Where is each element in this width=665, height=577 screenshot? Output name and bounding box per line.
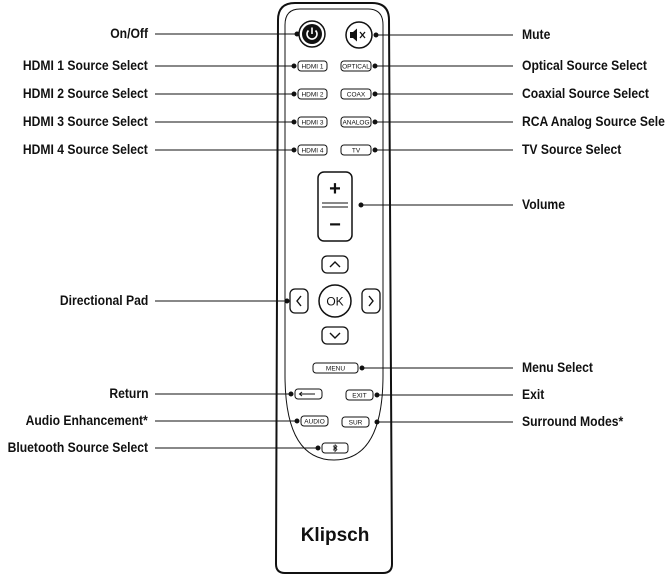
hdmi1-button-label: HDMI 1 bbox=[301, 64, 323, 71]
directional-pad: OK bbox=[289, 255, 381, 345]
dpad-left-button[interactable] bbox=[289, 288, 309, 314]
menu-button[interactable]: MENU bbox=[312, 362, 359, 374]
return-button[interactable] bbox=[294, 388, 323, 400]
power-button[interactable] bbox=[298, 20, 326, 48]
dpad-right-button[interactable] bbox=[361, 288, 381, 314]
surround-button-label: SUR bbox=[349, 420, 363, 427]
dpad-up-button[interactable] bbox=[321, 255, 349, 274]
brand-logo: Klipsch bbox=[301, 525, 370, 546]
ok-button[interactable]: OK bbox=[318, 284, 352, 318]
label-optical: Optical Source Select bbox=[522, 58, 647, 73]
hdmi4-button[interactable]: HDMI 4 bbox=[297, 144, 328, 156]
label-hdmi2: HDMI 2 Source Select bbox=[23, 86, 148, 101]
label-on-off: On/Off bbox=[110, 26, 148, 41]
button-panel-outline bbox=[284, 8, 384, 461]
label-tv: TV Source Select bbox=[522, 142, 622, 157]
surround-button[interactable]: SUR bbox=[341, 416, 370, 428]
hdmi3-button-label: HDMI 3 bbox=[301, 120, 323, 127]
label-hdmi4: HDMI 4 Source Select bbox=[23, 142, 148, 157]
speaker-mute-icon bbox=[350, 28, 366, 42]
audio-button-label: AUDIO bbox=[304, 419, 325, 426]
audio-button[interactable]: AUDIO bbox=[300, 415, 329, 427]
chevron-up-icon bbox=[329, 261, 341, 268]
optical-button-label: OPTICAL bbox=[342, 64, 370, 71]
ok-button-label: OK bbox=[326, 295, 343, 309]
hdmi2-button[interactable]: HDMI 2 bbox=[297, 88, 328, 100]
tv-button-label: TV bbox=[352, 148, 361, 155]
chevron-down-icon bbox=[329, 332, 341, 339]
label-mute: Mute bbox=[522, 27, 551, 42]
label-directional-pad: Directional Pad bbox=[59, 293, 148, 308]
label-coaxial: Coaxial Source Select bbox=[522, 86, 649, 101]
optical-button[interactable]: OPTICAL bbox=[340, 60, 372, 72]
label-surround: Surround Modes* bbox=[522, 414, 624, 429]
label-exit: Exit bbox=[522, 387, 545, 402]
bluetooth-icon bbox=[332, 444, 338, 453]
volume-down-button[interactable]: − bbox=[329, 214, 341, 236]
leader-lines-left bbox=[155, 31, 321, 451]
label-bluetooth: Bluetooth Source Select bbox=[7, 440, 148, 455]
label-return: Return bbox=[108, 386, 148, 401]
tv-button[interactable]: TV bbox=[340, 144, 372, 156]
remote-body bbox=[274, 2, 394, 574]
label-hdmi1: HDMI 1 Source Select bbox=[23, 58, 148, 73]
exit-button[interactable]: EXIT bbox=[345, 389, 374, 401]
chevron-right-icon bbox=[368, 295, 374, 307]
mute-button[interactable] bbox=[345, 21, 373, 49]
exit-button-label: EXIT bbox=[352, 393, 366, 400]
hdmi1-button[interactable]: HDMI 1 bbox=[297, 60, 328, 72]
power-icon bbox=[306, 27, 318, 40]
hdmi3-button[interactable]: HDMI 3 bbox=[297, 116, 328, 128]
hdmi4-button-label: HDMI 4 bbox=[301, 148, 323, 155]
return-arrow-icon bbox=[298, 391, 315, 397]
coax-button[interactable]: COAX bbox=[340, 88, 372, 100]
volume-rocker[interactable]: + − bbox=[317, 171, 353, 242]
leader-lines-right bbox=[358, 32, 513, 425]
dpad-down-button[interactable] bbox=[321, 326, 349, 345]
hdmi2-button-label: HDMI 2 bbox=[301, 92, 323, 99]
label-menu: Menu Select bbox=[522, 360, 593, 375]
volume-up-button[interactable]: + bbox=[329, 178, 341, 200]
bluetooth-button[interactable] bbox=[321, 442, 349, 454]
chevron-left-icon bbox=[296, 295, 302, 307]
label-rca-analog: RCA Analog Source Select bbox=[522, 114, 665, 129]
label-audio-enhancement: Audio Enhancement* bbox=[25, 413, 148, 428]
analog-button-label: ANALOG bbox=[342, 120, 369, 127]
coax-button-label: COAX bbox=[347, 92, 366, 99]
label-hdmi3: HDMI 3 Source Select bbox=[23, 114, 148, 129]
label-volume: Volume bbox=[522, 197, 565, 212]
menu-button-label: MENU bbox=[326, 366, 345, 373]
analog-button[interactable]: ANALOG bbox=[340, 116, 372, 128]
